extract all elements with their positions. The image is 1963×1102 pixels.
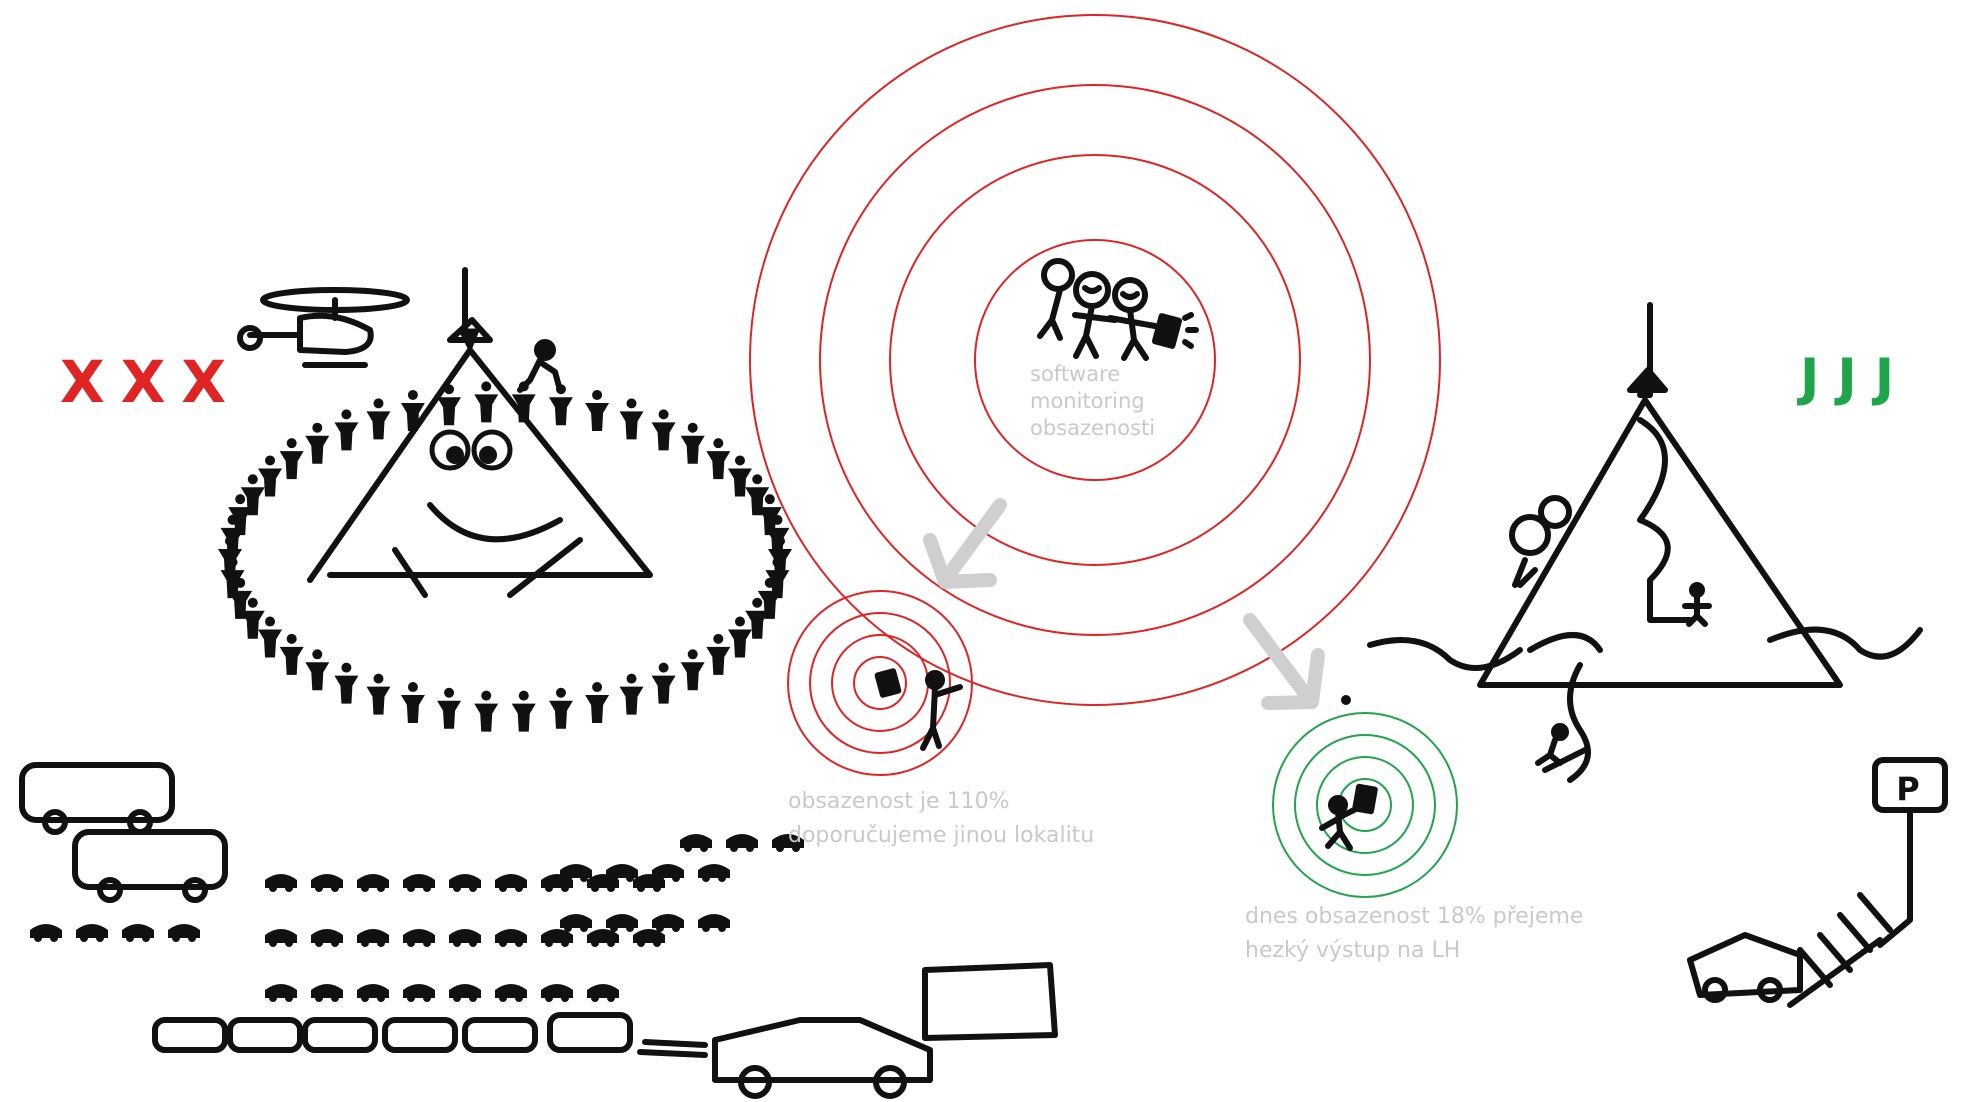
parked-car (680, 834, 712, 852)
crowd-person (474, 691, 498, 732)
parked-car (541, 984, 573, 1002)
parked-car (652, 914, 684, 932)
parked-car (560, 864, 592, 882)
monitoring-caption-line-2: monitoring (1030, 388, 1155, 415)
overcrowded-caption-line-1: obsazenost je 110% (788, 785, 1094, 819)
parked-car (311, 984, 343, 1002)
parked-car (357, 929, 389, 947)
crowd-person (401, 682, 425, 723)
crowd-person (280, 634, 304, 675)
skier-icon (1538, 726, 1585, 770)
parked-car (357, 874, 389, 892)
parked-car (122, 924, 154, 942)
crowd-person (620, 674, 644, 715)
parked-car (403, 929, 435, 947)
parked-car (168, 924, 200, 942)
parked-car (403, 984, 435, 1002)
parked-car (311, 874, 343, 892)
parked-car (449, 929, 481, 947)
crowd-person (549, 688, 573, 729)
crowd-person (334, 663, 358, 704)
approved-marks: JJJ (1800, 348, 1912, 408)
crowd-person (652, 663, 676, 704)
quiet-caption-line-1: dnes obsazenost 18% přejeme (1245, 900, 1583, 934)
parked-car (495, 929, 527, 947)
parked-car (76, 924, 108, 942)
parked-car (698, 864, 730, 882)
parking-rows (30, 834, 804, 1002)
crowd-person (585, 390, 609, 431)
parked-car (698, 914, 730, 932)
crowd-person (728, 617, 752, 658)
overcrowded-caption: obsazenost je 110% doporučujeme jinou lo… (788, 785, 1094, 853)
parked-car (265, 874, 297, 892)
parked-car (587, 984, 619, 1002)
crowd-ring (218, 381, 792, 731)
helicopter-icon (240, 290, 407, 365)
climber-icon (520, 342, 560, 390)
parked-car (652, 864, 684, 882)
monitoring-caption-line-3: obsazenosti (1030, 415, 1155, 442)
crowd-person (474, 381, 498, 422)
crowd-person (706, 438, 730, 479)
parked-car (726, 834, 758, 852)
crowd-person (620, 398, 644, 439)
happy-hikers-icon (1040, 261, 1196, 358)
overcrowded-caption-line-2: doporučujeme jinou lokalitu (788, 819, 1094, 853)
monitoring-caption-line-1: software (1030, 361, 1155, 388)
crowd-person (334, 409, 358, 450)
quiet-caption-line-2: hezký výstup na LH (1245, 934, 1583, 968)
crowd-person (585, 682, 609, 723)
parked-car (403, 874, 435, 892)
crowded-mountain (310, 270, 650, 595)
crowd-person (305, 423, 329, 464)
crowd-person (512, 691, 536, 732)
parked-car (265, 984, 297, 1002)
parked-car (265, 929, 297, 947)
quiet-caption: dnes obsazenost 18% přejeme hezký výstup… (1245, 900, 1583, 968)
parked-car (449, 984, 481, 1002)
crowd-person (305, 649, 329, 690)
crowd-person (437, 688, 461, 729)
parked-car (495, 984, 527, 1002)
parked-car (30, 924, 62, 942)
parked-car (606, 914, 638, 932)
crowd-person (280, 438, 304, 479)
crowd-person (366, 398, 390, 439)
parked-car (311, 929, 343, 947)
buses-icon (22, 765, 225, 900)
monitoring-radar-rings (750, 15, 1440, 705)
monitoring-caption: software monitoring obsazenosti (1030, 361, 1155, 442)
crowd-person (681, 649, 705, 690)
arrow-to-overcrowded (945, 505, 1000, 580)
crowd-person (652, 409, 676, 450)
crowd-person (681, 423, 705, 464)
crowd-person (366, 674, 390, 715)
parked-car (606, 864, 638, 882)
parked-car (357, 984, 389, 1002)
crowd-person (258, 617, 282, 658)
crowd-person (706, 634, 730, 675)
overcrowded-marks: XXX (60, 348, 242, 416)
arrow-to-quiet (1250, 620, 1310, 700)
parked-car (560, 914, 592, 932)
parked-car (449, 874, 481, 892)
parking-sign-label: P (1888, 770, 1928, 808)
parked-car (495, 874, 527, 892)
